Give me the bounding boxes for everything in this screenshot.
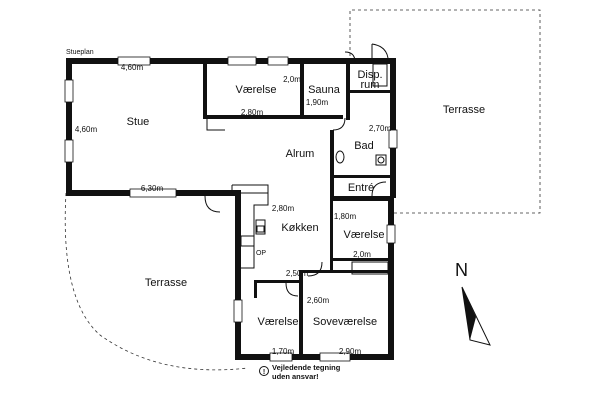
svg-text:!: !: [263, 369, 265, 376]
terrace-right-outline: [349, 9, 541, 214]
room-vaerelse-top: Værelse: [236, 84, 277, 96]
room-sauna: Sauna: [308, 84, 341, 96]
room-vaerelse-bottom: Værelse: [258, 316, 299, 328]
dim-vaerelse-top-w: 2,80m: [241, 108, 264, 117]
room-bad: Bad: [354, 140, 374, 152]
door-swings: [204, 43, 389, 297]
dim-stue-width: 4,60m: [121, 63, 144, 72]
disclaimer-line1: Vejledende tegning: [272, 363, 341, 372]
disclaimer-line2: uden ansvar!: [272, 372, 319, 381]
dim-sauna: 1,90m: [306, 98, 329, 107]
room-terrasse-left: Terrasse: [145, 277, 187, 289]
dim-sove-w: 2,90m: [339, 347, 362, 356]
kitchen-counter: [231, 184, 269, 269]
room-disp-line1: Disp.: [357, 69, 382, 81]
plan-title: Stueplan: [66, 49, 94, 56]
room-entre: Entré: [348, 182, 374, 194]
room-sovevaerelse: Soveværelse: [313, 316, 377, 328]
room-disp-line2: rum: [361, 79, 380, 91]
dim-sove-h: 2,60m: [307, 296, 330, 305]
room-alrum: Alrum: [286, 148, 315, 160]
north-arrow-icon: [461, 286, 491, 346]
label-op: OP: [256, 250, 266, 257]
dim-stue-height: 4,60m: [75, 125, 98, 134]
dim-vaerelse-mid-h: 1,80m: [334, 212, 357, 221]
dim-vaerelse-bottom-w: 1,70m: [272, 347, 295, 356]
north-label: N: [455, 260, 468, 280]
north-arrow: N: [455, 260, 491, 346]
terrace-left-outline: [64, 192, 249, 371]
bathroom-fixtures: [335, 63, 389, 275]
room-stue: Stue: [127, 116, 150, 128]
dim-hall: 2,50m: [286, 269, 309, 278]
room-koekken: Køkken: [281, 222, 318, 234]
dim-koekken: 2,80m: [272, 204, 295, 213]
dim-bad: 2,70m: [369, 124, 392, 133]
warning-icon: [259, 366, 269, 376]
disclaimer: ! Vejledende tegning uden ansvar!: [259, 363, 341, 381]
room-vaerelse-mid: Værelse: [344, 229, 385, 241]
windows: [64, 56, 398, 362]
dim-vaerelse-mid-w: 2,0m: [353, 250, 371, 259]
room-terrasse-right: Terrasse: [443, 104, 485, 116]
dim-vaerelse-top-h: 2,0m: [283, 75, 301, 84]
interior-walls: [203, 62, 390, 360]
dim-stue-bottom: 6,30m: [141, 184, 164, 193]
